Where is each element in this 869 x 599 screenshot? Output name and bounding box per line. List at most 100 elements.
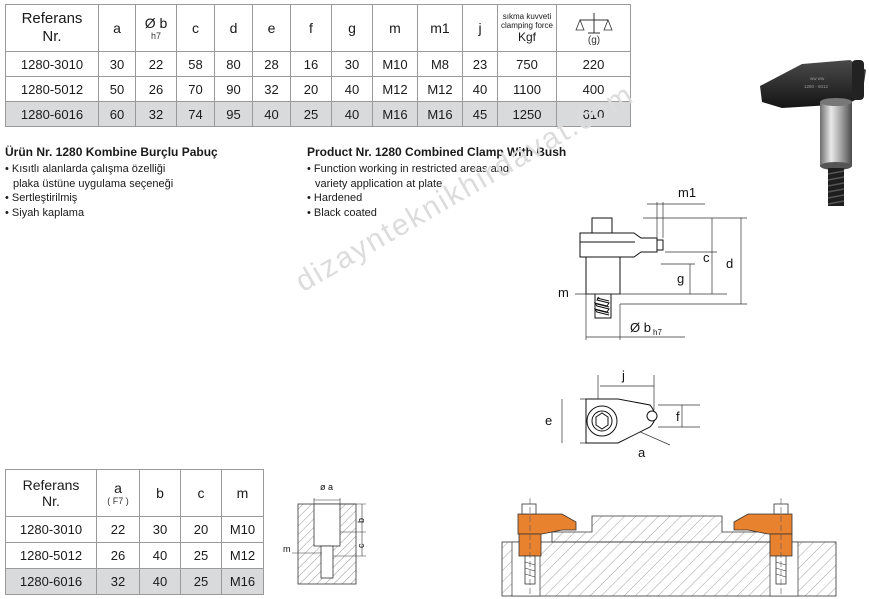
- cell-c: 74: [176, 101, 215, 127]
- cell-a: 32: [96, 568, 140, 595]
- dim-m1: m1: [678, 185, 696, 200]
- cell-b: 32: [135, 101, 177, 127]
- header-weight: (g): [556, 4, 631, 52]
- cell-a: 60: [98, 101, 136, 127]
- cell-j: 45: [462, 101, 498, 127]
- cell-m: M12: [221, 542, 264, 569]
- cell-f: 20: [290, 76, 332, 102]
- cell-f: 25: [290, 101, 332, 127]
- bullet: • Black coated: [307, 206, 377, 219]
- header-ref-top: Referans: [21, 10, 83, 27]
- weight-unit: (g): [587, 35, 599, 46]
- header-c: c: [176, 4, 215, 52]
- dim-m: m: [558, 285, 569, 300]
- top-view-drawing: j e f a: [545, 368, 700, 460]
- product-title-tr: Ürün Nr. 1280 Kombine Burçlu Pabuç: [5, 145, 218, 159]
- product-marking: 1280 - 5012: [804, 84, 829, 89]
- cell-force: 1100: [497, 76, 557, 102]
- header-c: c: [180, 469, 222, 517]
- cell-f: 16: [290, 51, 332, 77]
- cell-g: 40: [331, 76, 373, 102]
- cell-m: M10: [372, 51, 418, 77]
- cell-b: 40: [139, 568, 181, 595]
- product-bullets-en: • Function working in restricted areas a…: [307, 162, 509, 220]
- bush-dim-a: ø a: [320, 482, 333, 492]
- cell-d: 90: [214, 76, 253, 102]
- header-m: m: [221, 469, 264, 517]
- bullet: • Sertleştirilmiş: [5, 192, 78, 204]
- cell-ref: 1280-5012: [5, 542, 97, 569]
- cell-b: 30: [139, 516, 181, 543]
- dim-a: a: [638, 445, 646, 460]
- cell-weight: 220: [556, 51, 631, 77]
- dim-b-sub: h7: [653, 328, 662, 337]
- header-ref-top: Referans: [22, 477, 80, 493]
- header-force-en: clamping force: [500, 21, 554, 30]
- dim-b: Ø b: [630, 320, 651, 335]
- cell-m1: M8: [417, 51, 463, 77]
- bullet: • Function working in restricted areas a…: [307, 163, 509, 175]
- cell-c: 25: [180, 568, 222, 595]
- cell-force: 750: [497, 51, 557, 77]
- bush-section-drawing: ø a b c m: [283, 482, 366, 585]
- header-e: e: [252, 4, 291, 52]
- cell-j: 40: [462, 76, 498, 102]
- dim-c: c: [703, 250, 710, 265]
- product-bullets-tr: • Kısıtlı alanlarda çalışma özelliği pla…: [5, 162, 173, 220]
- dim-f: f: [676, 409, 680, 424]
- header-force-unit: Kgf: [517, 30, 536, 44]
- header-b-sub: h7: [150, 31, 161, 41]
- cell-ref: 1280-6016: [5, 568, 97, 595]
- cell-b: 40: [139, 542, 181, 569]
- product-image: ww ww 1280 - 5012: [760, 60, 866, 206]
- cell-m: M16: [221, 568, 264, 595]
- scale-icon: (g): [574, 13, 613, 46]
- cell-e: 28: [252, 51, 291, 77]
- header-j: j: [462, 4, 498, 52]
- cell-j: 23: [462, 51, 498, 77]
- cell-m: M10: [221, 516, 264, 543]
- cell-ref: 1280-5012: [5, 76, 99, 102]
- cell-c: 25: [180, 542, 222, 569]
- header-a-sub: ( F7 ): [107, 496, 129, 506]
- cell-e: 40: [252, 101, 291, 127]
- cell-m: M16: [372, 101, 418, 127]
- cell-a: 26: [96, 542, 140, 569]
- bullet: • Hardened: [307, 192, 363, 204]
- cell-ref: 1280-3010: [5, 516, 97, 543]
- cell-e: 32: [252, 76, 291, 102]
- bullet: • Kısıtlı alanlarda çalışma özelliği: [5, 163, 166, 175]
- dim-d: d: [726, 256, 733, 271]
- cell-d: 95: [214, 101, 253, 127]
- header-ref-bottom: Nr.: [42, 28, 62, 45]
- header-a: a: [98, 4, 136, 52]
- header-b-top: Ø b: [144, 15, 168, 31]
- header-g: g: [331, 4, 373, 52]
- bush-dim-m: m: [283, 544, 291, 554]
- cell-b: 22: [135, 51, 177, 77]
- cell-m1: M12: [417, 76, 463, 102]
- cell-a: 50: [98, 76, 136, 102]
- bullet: plaka üstüne uygulama seçeneği: [13, 177, 174, 190]
- header-f: f: [290, 4, 332, 52]
- cell-ref: 1280-6016: [5, 101, 99, 127]
- cell-b: 26: [135, 76, 177, 102]
- product-title-en: Product Nr. 1280 Combined Clamp With Bus…: [307, 145, 567, 159]
- header-force-tr: sıkma kuvveti: [502, 12, 552, 21]
- bush-dim-c: c: [356, 543, 366, 548]
- side-view-drawing: m1 c d g m Ø b h7: [558, 185, 747, 340]
- header-m: m: [372, 4, 418, 52]
- header-a: a( F7 ): [96, 469, 140, 517]
- cell-a: 22: [96, 516, 140, 543]
- cell-c: 58: [176, 51, 215, 77]
